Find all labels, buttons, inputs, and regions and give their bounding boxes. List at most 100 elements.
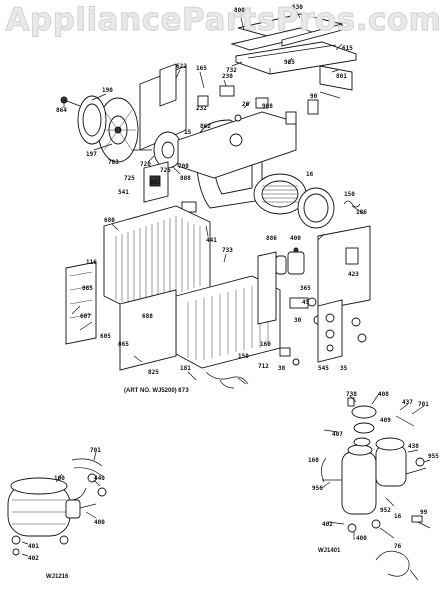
part-number: 952 [380, 507, 391, 514]
part-number: 680 [104, 217, 115, 224]
part-number: 703 [108, 159, 119, 166]
part-number: 76 [394, 543, 402, 550]
part-number: 38 [278, 365, 286, 372]
part-number: 116 [86, 259, 97, 266]
part-number: 985 [284, 59, 295, 66]
part-number: 955 [428, 453, 439, 460]
shroud-ring [77, 95, 107, 145]
part-number: 701 [90, 447, 101, 454]
art-number-caption: (ART NO. WJ5200) [124, 388, 177, 394]
part-number: 864 [56, 107, 67, 114]
part-number: 150 [238, 353, 249, 360]
part-number: 365 [300, 285, 311, 292]
compressor-detail [321, 437, 427, 515]
part-number: 530 [292, 4, 303, 11]
part-number: 720 [140, 161, 151, 168]
part-number: 863 [150, 179, 161, 186]
part-number: 725 [160, 167, 171, 174]
part-number: 400 [356, 535, 367, 542]
top-cover [230, 13, 343, 51]
part-number: 45 [302, 299, 310, 306]
part-number: 150 [344, 191, 355, 198]
part-number: 90 [310, 93, 318, 100]
part-number: 865 [82, 285, 93, 292]
condenser-fan-blade [97, 97, 139, 163]
part-number: 605 [100, 333, 111, 340]
part-number: 441 [206, 237, 217, 244]
part-number: 701 [418, 401, 429, 408]
part-number: 908 [262, 103, 273, 110]
overload-cord [375, 515, 431, 581]
terminal-cover [347, 397, 415, 447]
part-number: 181 [180, 365, 191, 372]
part-number: 437 [402, 399, 413, 406]
part-number: 409 [380, 417, 391, 424]
bracket-right-top [319, 65, 353, 99]
blower-wheel [253, 173, 307, 215]
part-number: 440 [94, 475, 105, 482]
part-number: 862 [200, 123, 211, 130]
part-number: 738 [346, 391, 357, 398]
part-number: 423 [348, 271, 359, 278]
fan-motor [132, 131, 200, 169]
part-number: 886 [266, 235, 277, 242]
part-number: 732 [226, 67, 237, 74]
part-number: 402 [28, 555, 39, 562]
capacitor [275, 247, 305, 275]
part-number: 99 [420, 509, 428, 516]
part-number: 438 [408, 443, 419, 450]
part-number: 160 [260, 341, 271, 348]
part-number: 30 [294, 317, 302, 324]
part-number-labels: 800 530 615 732 985 801 622 165 230 232 … [28, 4, 439, 562]
compressor-mounts-right [347, 457, 425, 533]
part-number: 400 [94, 519, 105, 526]
blower-scroll-ring [297, 187, 335, 229]
knob-parts [351, 317, 367, 343]
part-number: 712 [258, 363, 269, 370]
side-rail-panel [235, 41, 357, 75]
part-number: 808 [180, 175, 191, 182]
mounting-clip-left [60, 96, 81, 107]
control-box [143, 161, 169, 203]
part-number: 15 [184, 129, 192, 136]
part-number: 401 [28, 543, 39, 550]
part-number: 407 [332, 431, 343, 438]
part-number: 622 [176, 63, 187, 70]
part-number: 725 [124, 175, 135, 182]
switch-plate [317, 299, 343, 363]
mount-grommets-left [11, 535, 69, 556]
part-number: 541 [118, 189, 129, 196]
compressor-left [7, 477, 87, 537]
terminal-cover-left [65, 499, 97, 519]
part-number: 873 [178, 387, 189, 394]
part-number: 232 [196, 105, 207, 112]
wire-harness-bottom [205, 347, 300, 389]
base-pan-front [119, 289, 177, 371]
spring-clip [343, 200, 361, 208]
compressor-detail-caption: WJ1401 [318, 548, 341, 554]
part-number: 688 [142, 313, 153, 320]
part-number: 408 [378, 391, 389, 398]
part-number: 16 [394, 513, 402, 520]
part-number: 26 [242, 101, 250, 108]
part-number: 615 [342, 45, 353, 52]
compressor-caption: WJ1216 [46, 574, 69, 580]
part-number: 400 [290, 235, 301, 242]
side-panel-right [317, 225, 371, 311]
leader-lines [21, 9, 431, 557]
part-number: 230 [222, 73, 233, 80]
part-number: 865 [118, 341, 129, 348]
part-number: 190 [102, 87, 113, 94]
part-number: 708 [178, 163, 189, 170]
fan-orifice-panel [139, 63, 187, 151]
bulkhead-panel [177, 111, 297, 179]
part-number: 956 [312, 485, 323, 492]
part-number: 160 [308, 457, 319, 464]
part-number: 16 [306, 171, 314, 178]
part-number: 186 [356, 209, 367, 216]
part-number: 197 [86, 151, 97, 158]
part-number: 165 [196, 65, 207, 72]
part-number: 733 [222, 247, 233, 254]
part-number: 402 [322, 521, 333, 528]
